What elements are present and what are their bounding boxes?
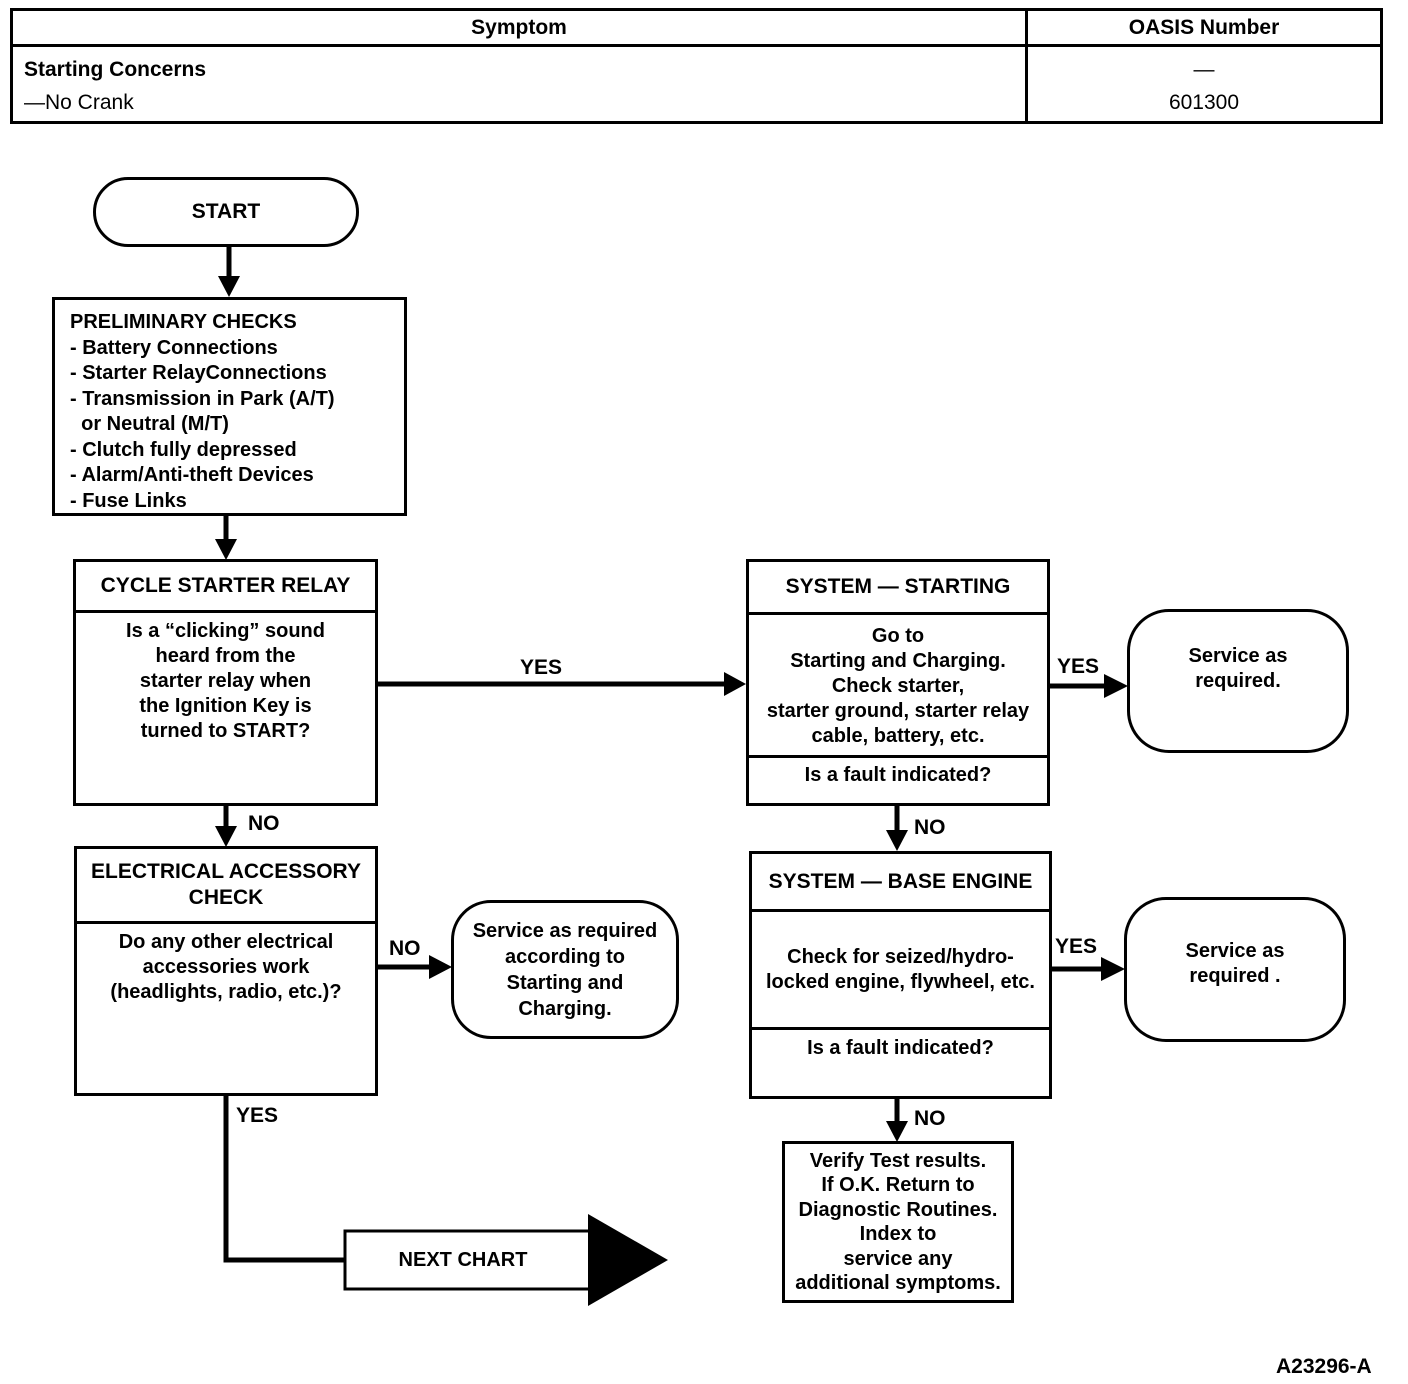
box-divider <box>752 909 1049 912</box>
arrowhead-base-verify <box>886 1121 908 1142</box>
system-base-engine-body: Check for seized/hydro- locked engine, f… <box>766 945 1035 993</box>
box-divider <box>752 1027 1049 1030</box>
system-base-engine-title: SYSTEM — BASE ENGINE <box>768 869 1033 893</box>
cycle-starter-relay-question: Is a “clicking” sound heard from the sta… <box>126 620 325 742</box>
arrowhead-relay-starting <box>724 672 746 696</box>
system-starting-body: Go to Starting and Charging. Check start… <box>766 625 1030 747</box>
preliminary-item: or Neutral (M/T) <box>70 413 229 435</box>
box-divider <box>76 610 375 613</box>
electrical-accessory-check-box: ELECTRICAL ACCESSORY CHECK Do any other … <box>74 846 378 1096</box>
system-base-engine-question: Is a fault indicated? <box>807 1037 994 1059</box>
preliminary-checks-title: PRELIMINARY CHECKS <box>70 311 297 333</box>
preliminary-item: - Clutch fully depressed <box>70 438 297 461</box>
service-terminal-starting: Service as required. <box>1127 609 1349 753</box>
table-column-divider <box>1025 8 1028 124</box>
connector-electrical-nextchart <box>223 1095 345 1263</box>
row-no-crank-oasis: 601300 <box>1168 91 1240 114</box>
preliminary-item: - Transmission in Park (A/T) <box>70 387 335 410</box>
preliminary-item: - Battery Connections <box>70 336 278 359</box>
symptom-table <box>10 8 1383 124</box>
header-oasis-number: OASIS Number <box>1128 16 1280 39</box>
preliminary-checks-box: PRELIMINARY CHECKS - Battery Connections… <box>52 297 407 516</box>
label-yes-base: YES <box>1055 935 1098 958</box>
label-yes-electrical: YES <box>236 1104 279 1127</box>
table-header-divider <box>10 44 1383 47</box>
arrowhead-start-prelim <box>218 276 240 297</box>
preliminary-item: - Alarm/Anti-theft Devices <box>70 464 314 486</box>
label-yes-starting: YES <box>1057 655 1100 678</box>
box-divider <box>77 921 375 924</box>
system-starting-title: SYSTEM — STARTING <box>785 575 1011 598</box>
service-starting-charging-text: Service as required according to Startin… <box>472 919 658 1020</box>
service-terminal-starting-text: Service as required. <box>1188 645 1288 692</box>
next-chart-label: NEXT CHART <box>398 1249 528 1271</box>
label-no-electrical: NO <box>389 937 421 960</box>
arrowhead-prelim-relay <box>215 539 237 560</box>
next-chart-arrowhead <box>588 1214 668 1306</box>
system-base-engine-box: SYSTEM — BASE ENGINE Check for seized/hy… <box>749 851 1052 1099</box>
service-terminal-base-engine-text: Service as required . <box>1185 939 1285 987</box>
label-no-base: NO <box>914 1107 946 1130</box>
verify-test-results-text: Verify Test results. If O.K. Return to D… <box>795 1149 1001 1295</box>
row-starting-concerns-oasis: — <box>1193 58 1215 81</box>
verify-test-results-box: Verify Test results. If O.K. Return to D… <box>782 1141 1014 1303</box>
arrowhead-electrical-service <box>429 955 452 979</box>
system-starting-box: SYSTEM — STARTING Go to Starting and Cha… <box>746 559 1050 806</box>
arrowhead-base-service <box>1101 957 1125 981</box>
label-yes-relay: YES <box>520 656 563 679</box>
cycle-starter-relay-box: CYCLE STARTER RELAY Is a “clicking” soun… <box>73 559 378 806</box>
start-label: START <box>191 200 261 223</box>
figure-id: A23296-A <box>1276 1355 1372 1378</box>
box-divider <box>749 612 1047 615</box>
electrical-accessory-question: Do any other electrical accessories work… <box>110 931 342 1003</box>
label-no-starting: NO <box>914 816 946 839</box>
preliminary-item: - Starter RelayConnections <box>70 362 327 384</box>
start-terminal: START <box>93 177 359 247</box>
system-starting-question: Is a fault indicated? <box>804 764 992 786</box>
header-symptom: Symptom <box>471 16 567 39</box>
service-starting-charging-terminal: Service as required according to Startin… <box>451 900 679 1039</box>
label-no-relay: NO <box>248 812 280 835</box>
service-terminal-base-engine: Service as required . <box>1124 897 1346 1042</box>
cycle-starter-relay-title: CYCLE STARTER RELAY <box>100 574 351 597</box>
box-divider <box>749 755 1047 758</box>
arrowhead-starting-base <box>886 830 908 851</box>
arrowhead-relay-electrical <box>215 826 237 847</box>
row-no-crank: —No Crank <box>24 91 134 114</box>
arrowhead-starting-service <box>1104 674 1128 698</box>
electrical-accessory-check-title: ELECTRICAL ACCESSORY CHECK <box>91 860 361 909</box>
row-starting-concerns: Starting Concerns <box>24 58 207 81</box>
next-chart-body <box>343 1229 592 1291</box>
preliminary-item: - Fuse Links <box>70 489 187 512</box>
